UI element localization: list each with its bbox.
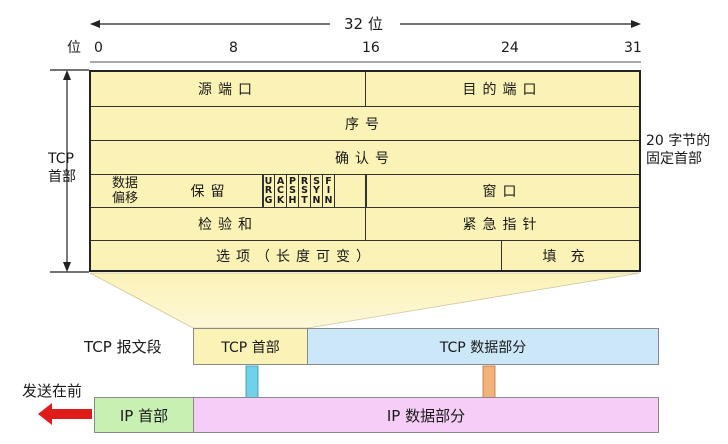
- flag-left-divider: [263, 175, 265, 207]
- field-source-port: 源端口: [91, 72, 366, 106]
- row-ack: 确认号: [91, 141, 639, 175]
- tcp-header-label-line1: TCP: [48, 151, 74, 167]
- tcp-segment-label: TCP 报文段: [84, 338, 162, 356]
- bit-tick-8: 8: [229, 40, 238, 56]
- header-arrowhead-bottom: [63, 262, 71, 272]
- field-padding: 填充: [542, 248, 599, 265]
- ip-data: IP 数据部分: [194, 398, 658, 432]
- field-options: 选项（长度可变）: [91, 241, 502, 270]
- bits-arrowhead-right: [631, 20, 641, 28]
- field-sequence-number: 序号: [345, 116, 385, 133]
- field-dest-port: 目的端口: [462, 82, 543, 98]
- window-divider: [365, 175, 367, 207]
- ip-header: IP 首部: [95, 398, 194, 432]
- field-reserved: 保留: [159, 175, 263, 207]
- bits-arrowhead-left: [90, 20, 100, 28]
- tcp-segment-header: TCP 首部: [194, 329, 308, 364]
- bits-width-label: 32 位: [344, 15, 383, 33]
- tcp-segment-data: TCP 数据部分: [308, 329, 658, 364]
- row-seq: 序号: [91, 107, 639, 141]
- row-checksum: 检验和 紧急指针: [91, 208, 639, 241]
- data-offset-line2: 偏移: [111, 191, 138, 206]
- field-checksum: 检验和: [91, 208, 366, 240]
- fixed-header-label-line1: 20 字节的: [646, 133, 711, 149]
- field-window: 窗口: [482, 184, 523, 200]
- bit-tick-24: 24: [501, 40, 519, 56]
- bit-unit-label: 位: [67, 40, 81, 56]
- header-arrowhead-top: [63, 70, 71, 80]
- tcp-header-label-line2: 首部: [48, 169, 76, 185]
- fixed-header-label-line2: 固定首部: [646, 151, 702, 167]
- field-ack-number: 确认号: [335, 150, 395, 167]
- row-options: 选项（长度可变） 填充: [91, 241, 639, 270]
- bit-tick-0: 0: [94, 40, 103, 56]
- data-offset-line1: 数据: [111, 176, 138, 191]
- tcp-segment-bar: TCP 首部 TCP 数据部分: [193, 328, 659, 365]
- send-first-arrow: [38, 403, 92, 425]
- zoom-trapezoid: [89, 272, 641, 329]
- field-data-offset: 数据 偏移: [91, 175, 159, 207]
- bit-tick-31: 31: [624, 40, 642, 56]
- bit-tick-16: 16: [362, 40, 380, 56]
- row-ports: 源端口 目的端口: [91, 72, 639, 107]
- ip-datagram-bar: IP 首部 IP 数据部分: [94, 397, 659, 433]
- field-urgent-pointer: 紧急指针: [462, 217, 543, 233]
- send-first-label: 发送在前: [22, 382, 83, 400]
